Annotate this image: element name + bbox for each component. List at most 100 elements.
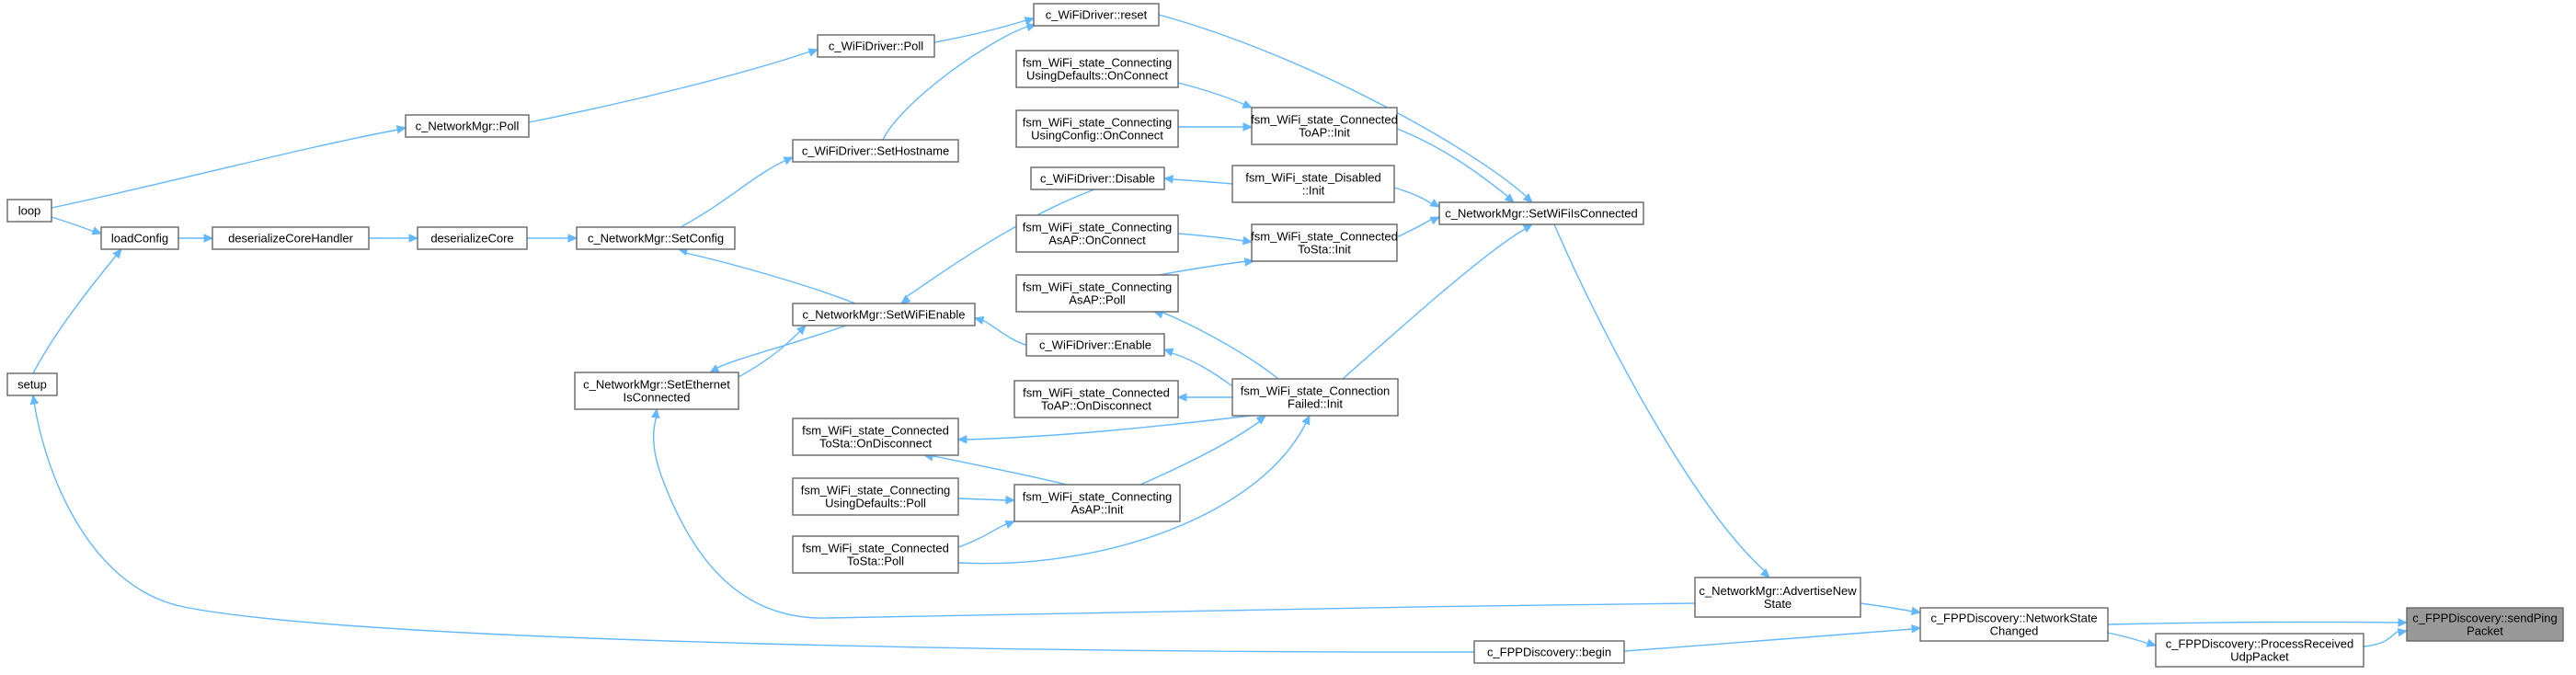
node-box[interactable] bbox=[1473, 640, 1625, 664]
node-label-line: loop bbox=[18, 204, 41, 218]
node-connected-to-ap-on-disconnect[interactable]: fsm_WiFi_state_ConnectedToAP::OnDisconne… bbox=[1013, 380, 1179, 418]
node-label-line: fsm_WiFi_state_Connecting bbox=[801, 484, 951, 498]
node-box[interactable] bbox=[1015, 109, 1179, 148]
node-network-mgr-set-config[interactable]: c_NetworkMgr::SetConfig bbox=[576, 226, 736, 250]
arrowhead bbox=[2397, 627, 2409, 637]
edge-wifiDriverSetHostname-to-wifiDriverReset bbox=[882, 25, 1031, 141]
arrowhead bbox=[112, 248, 122, 259]
arrowhead bbox=[1242, 235, 1254, 246]
node-box[interactable] bbox=[1231, 165, 1395, 203]
node-wifi-driver-disable[interactable]: c_WiFiDriver::Disable bbox=[1030, 166, 1165, 190]
node-deserialize-core-handler[interactable]: deserializeCoreHandler bbox=[212, 226, 370, 250]
node-label-line: Failed::Init bbox=[1288, 397, 1343, 411]
edge-processReceivedUdpPacket-to-sendPingPacket bbox=[2363, 630, 2400, 647]
node-box[interactable] bbox=[1015, 50, 1179, 88]
node-label-line: deserializeCore bbox=[430, 232, 513, 246]
node-deserialize-core[interactable]: deserializeCore bbox=[417, 226, 528, 250]
node-box[interactable] bbox=[792, 303, 976, 326]
arrowhead bbox=[708, 364, 720, 373]
node-label-line: ToSta::Init bbox=[1298, 243, 1351, 257]
node-box[interactable] bbox=[1030, 166, 1165, 190]
node-box[interactable] bbox=[405, 114, 530, 138]
node-set-wi-fi-enable[interactable]: c_NetworkMgr::SetWiFiEnable bbox=[792, 303, 976, 326]
node-box[interactable] bbox=[792, 535, 959, 574]
node-label-line: fsm_WiFi_state_Connecting bbox=[1023, 116, 1173, 130]
node-wifi-driver-set-hostname[interactable]: c_WiFiDriver::SetHostname bbox=[792, 139, 959, 163]
node-wifi-driver-poll[interactable]: c_WiFiDriver::Poll bbox=[817, 34, 935, 58]
node-box[interactable] bbox=[792, 477, 959, 516]
node-box[interactable] bbox=[1231, 378, 1399, 417]
node-label-line: UsingDefaults::Poll bbox=[825, 497, 926, 510]
node-wifi-driver-reset[interactable]: c_WiFiDriver::reset bbox=[1033, 3, 1160, 27]
node-label-line: ToSta::OnDisconnect bbox=[819, 437, 933, 451]
node-box[interactable] bbox=[1251, 223, 1398, 262]
arrowhead bbox=[1429, 216, 1441, 225]
node-box[interactable] bbox=[1013, 380, 1179, 418]
node-box[interactable] bbox=[1919, 607, 2109, 642]
node-box[interactable] bbox=[1438, 201, 1644, 225]
node-connected-to-sta-on-disconnect[interactable]: fsm_WiFi_state_ConnectedToSta::OnDisconn… bbox=[792, 418, 959, 456]
node-box[interactable] bbox=[792, 139, 959, 163]
node-box[interactable] bbox=[6, 199, 52, 223]
node-box[interactable] bbox=[1033, 3, 1160, 27]
arrowhead bbox=[1429, 199, 1441, 208]
node-box[interactable] bbox=[1251, 107, 1398, 145]
node-label-line: UsingConfig::OnConnect bbox=[1031, 129, 1163, 143]
node-connecting-defaults-on-connect[interactable]: fsm_WiFi_state_ConnectingUsingDefaults::… bbox=[1015, 50, 1179, 88]
node-setup[interactable]: setup bbox=[6, 372, 58, 396]
node-label-line: fsm_WiFi_state_Connected bbox=[802, 424, 949, 438]
node-box[interactable] bbox=[1015, 274, 1179, 313]
edge-setWiFiIsConnected-to-advertiseNewState bbox=[1553, 223, 1766, 572]
node-box[interactable] bbox=[817, 34, 935, 58]
node-loop[interactable]: loop bbox=[6, 199, 52, 223]
node-connecting-config-on-connect[interactable]: fsm_WiFi_state_ConnectingUsingConfig::On… bbox=[1015, 109, 1179, 148]
node-box[interactable] bbox=[1694, 577, 1861, 618]
node-box[interactable] bbox=[2406, 607, 2564, 642]
edge-networkMgrPoll-to-wifiDriverPoll bbox=[528, 51, 811, 123]
node-load-config[interactable]: loadConfig bbox=[100, 226, 179, 250]
arrowhead bbox=[807, 48, 819, 57]
node-wifi-driver-enable[interactable]: c_WiFiDriver::Enable bbox=[1025, 333, 1165, 357]
arrowhead bbox=[1005, 495, 1016, 505]
node-label-line: Packet bbox=[2467, 624, 2503, 638]
node-box[interactable] bbox=[2155, 633, 2364, 668]
node-disabled-init[interactable]: fsm_WiFi_state_Disabled::Init bbox=[1231, 165, 1395, 203]
node-box[interactable] bbox=[417, 226, 528, 250]
node-label-line: setup bbox=[17, 378, 47, 392]
arrowhead bbox=[973, 315, 985, 326]
node-box[interactable] bbox=[212, 226, 370, 250]
node-box[interactable] bbox=[576, 226, 736, 250]
node-box[interactable] bbox=[1025, 333, 1165, 357]
node-set-wi-fi-is-connected[interactable]: c_NetworkMgr::SetWiFiIsConnected bbox=[1438, 201, 1644, 225]
arrowhead bbox=[2398, 618, 2409, 627]
node-box[interactable] bbox=[1015, 214, 1179, 253]
edge-disabledInit-to-setWiFiIsConnected bbox=[1393, 187, 1433, 205]
node-label-line: fsm_WiFi_state_Connecting bbox=[1023, 280, 1173, 294]
node-box[interactable] bbox=[1013, 484, 1181, 522]
node-fpp-begin[interactable]: c_FPPDiscovery::begin bbox=[1473, 640, 1625, 664]
node-label-line: UdpPacket bbox=[2230, 650, 2289, 664]
node-box[interactable] bbox=[100, 226, 179, 250]
node-connecting-defaults-poll[interactable]: fsm_WiFi_state_ConnectingUsingDefaults::… bbox=[792, 477, 959, 516]
edge-wifiDriverEnable-to-setWiFiEnable bbox=[981, 319, 1027, 346]
node-label-line: c_FPPDiscovery::sendPing bbox=[2412, 612, 2558, 625]
edge-connectionFailedInit-to-wifiDriverEnable bbox=[1171, 352, 1233, 387]
node-label-line: c_WiFiDriver::Enable bbox=[1039, 338, 1151, 352]
node-network-mgr-poll[interactable]: c_NetworkMgr::Poll bbox=[405, 114, 530, 138]
node-box[interactable] bbox=[6, 372, 58, 396]
node-box[interactable] bbox=[792, 418, 959, 456]
node-box[interactable] bbox=[574, 372, 739, 410]
